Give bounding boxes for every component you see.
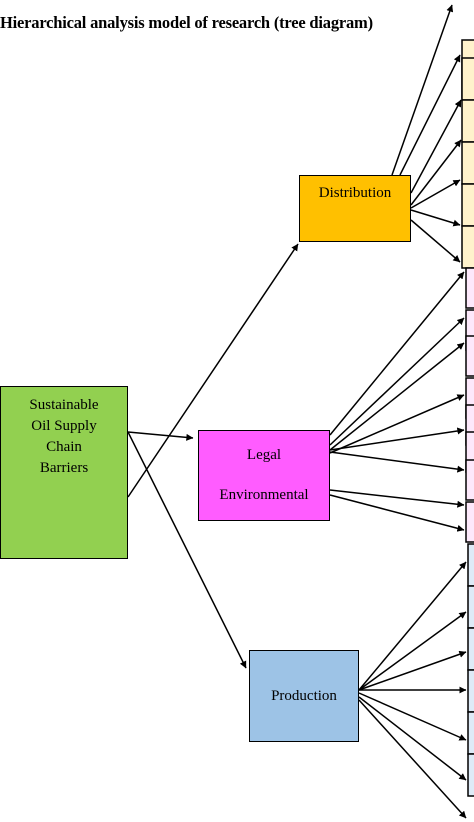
- leaf-box-legal: [465, 459, 474, 501]
- edge-legal-to-leaf: [329, 451, 465, 473]
- legal-label-line-2: Environmental: [219, 487, 309, 504]
- leaf-box-legal: [465, 335, 474, 377]
- production-label: Production: [271, 687, 337, 704]
- edge-production-to-leaf: [358, 561, 467, 691]
- leaf-box-production: [467, 753, 474, 797]
- root-node-sustainable-oil-supply-chain-barriers: Sustainable Oil Supply Chain Barriers: [0, 386, 128, 559]
- leaf-box-distribution: [461, 141, 474, 185]
- edge-distribution-to-leaf: [399, 54, 461, 176]
- edge-legal-to-leaf: [329, 394, 465, 454]
- leaf-box-production: [467, 669, 474, 713]
- edge-legal-to-leaf: [329, 427, 465, 451]
- node-legal-environmental: Legal Environmental: [198, 430, 330, 521]
- legal-label-line-1: Legal: [246, 446, 282, 463]
- root-label-line-3: Chain: [46, 439, 82, 455]
- leaf-box-distribution: [461, 57, 474, 101]
- edges: [127, 4, 467, 819]
- edge-root-to-production: [127, 431, 247, 669]
- edge-distribution-to-leaf: [410, 99, 462, 194]
- leaf-box-legal: [465, 501, 474, 543]
- edge-production-to-leaf: [358, 650, 467, 691]
- node-distribution: Distribution: [299, 175, 411, 242]
- root-label-line-2: Oil Supply: [31, 418, 97, 434]
- edge-production-to-leaf: [358, 611, 467, 691]
- leaf-box-production: [467, 585, 474, 629]
- root-label-line-4: Barriers: [39, 460, 89, 476]
- edge-distribution-to-leaf: [410, 219, 461, 263]
- edge-production-to-leaf: [358, 692, 467, 741]
- edge-distribution-to-leaf: [410, 179, 461, 209]
- distribution-label: Distribution: [318, 185, 392, 201]
- leaf-box-production: [467, 711, 474, 755]
- leaf-box-distribution: [461, 225, 474, 269]
- edge-production-to-leaf: [358, 696, 467, 781]
- edge-distribution-to-leaf: [410, 209, 461, 227]
- edge-legal-to-leaf: [329, 342, 465, 451]
- leaf-box-distribution: [461, 183, 474, 227]
- edge-root-to-legal: [127, 431, 194, 441]
- leaf-box-distribution: [461, 99, 474, 143]
- edge-root-to-distribution: [127, 243, 299, 498]
- edge-production-to-leaf: [358, 699, 467, 819]
- edge-distribution-to-leaf: [391, 4, 454, 176]
- root-label-line-1: Sustainable: [29, 397, 99, 413]
- leaf-box-production: [467, 543, 474, 587]
- edge-legal-to-leaf: [329, 271, 465, 436]
- node-production: Production: [249, 650, 359, 742]
- leaf-boxes: [461, 39, 474, 797]
- edge-legal-to-leaf: [329, 317, 465, 446]
- leaf-box-legal: [465, 267, 474, 309]
- edge-distribution-to-leaf: [410, 139, 462, 206]
- diagram-title: Hierarchical analysis model of research …: [0, 13, 373, 32]
- edge-legal-to-leaf: [329, 489, 465, 508]
- edge-legal-to-leaf: [329, 494, 465, 532]
- leaf-box-production: [467, 627, 474, 671]
